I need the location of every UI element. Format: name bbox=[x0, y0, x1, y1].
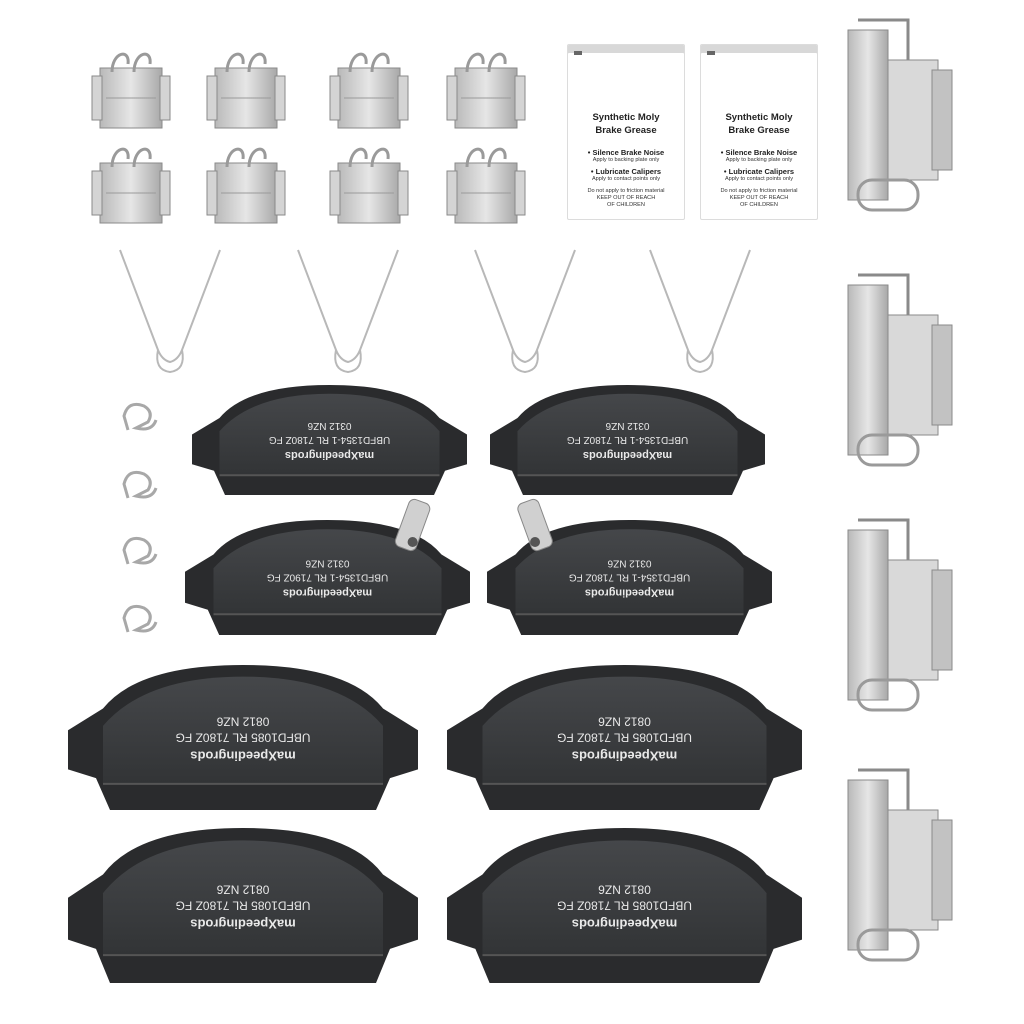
rear-brake-pad: maXpeedingrods UBFD1354-1 RL 7180Z FG 0312… bbox=[192, 385, 467, 495]
pad-brand: maXpeedingrods bbox=[285, 449, 374, 461]
abutment-clip bbox=[90, 147, 172, 225]
friction-material bbox=[515, 529, 744, 615]
front-brake-pad: maXpeedingrods UBFD1085 RL 7180Z FG 0812 N… bbox=[447, 828, 802, 983]
packet-note: Apply to backing plate only bbox=[592, 157, 660, 163]
pad-batch-code: 0812 NZ6 bbox=[598, 715, 651, 729]
packet-bullet: • Silence Brake Noise bbox=[587, 148, 665, 157]
pad-brand: maXpeedingrods bbox=[585, 587, 674, 599]
packet-warning: OF CHILDREN bbox=[740, 202, 778, 208]
abutment-clip bbox=[328, 52, 410, 130]
abutment-clip bbox=[445, 52, 527, 130]
pad-part-code: UBFD1354-1 RL 7180Z FG bbox=[569, 572, 691, 583]
retaining-clip bbox=[122, 536, 158, 566]
anti-rattle-spring bbox=[649, 249, 751, 373]
wear-indicator-tab bbox=[517, 498, 553, 552]
pad-batch-code: 0312 NZ6 bbox=[605, 420, 649, 431]
caliper-bracket-hardware bbox=[846, 768, 954, 962]
pad-batch-code: 0812 NZ6 bbox=[216, 715, 269, 729]
pad-brand: maXpeedingrods bbox=[572, 917, 677, 932]
front-brake-pad: maXpeedingrods UBFD1085 RL 7180Z FG 0812 N… bbox=[447, 665, 802, 810]
pad-brand: maXpeedingrods bbox=[583, 449, 672, 461]
pad-batch-code: 0812 NZ6 bbox=[598, 883, 651, 897]
friction-material bbox=[103, 676, 383, 784]
packet-note: Apply to backing plate only bbox=[725, 157, 793, 163]
anti-rattle-spring bbox=[119, 249, 221, 373]
pad-brand: maXpeedingrods bbox=[572, 749, 677, 764]
abutment-clip bbox=[445, 147, 527, 225]
packet-note: Apply to contact points only bbox=[724, 176, 794, 182]
tear-notch bbox=[574, 51, 582, 55]
caliper-bracket-hardware bbox=[846, 518, 954, 712]
anti-rattle-spring bbox=[474, 249, 576, 373]
pad-part-code: UBFD1085 RL 7180Z FG bbox=[176, 731, 311, 745]
pad-part-code: UBFD1354-1 RL 7180Z FG bbox=[567, 434, 689, 445]
anti-rattle-spring bbox=[297, 249, 399, 373]
pad-batch-code: 0812 NZ6 bbox=[216, 883, 269, 897]
caliper-bracket-hardware bbox=[846, 18, 954, 212]
packet-warning: KEEP OUT OF REACH bbox=[729, 195, 789, 201]
packet-warning: Do not apply to friction material bbox=[587, 188, 665, 194]
friction-material bbox=[103, 840, 383, 956]
rear-brake-pad: maXpeedingrods UBFD1354-1 RL 7190Z FG 0312… bbox=[185, 498, 470, 635]
caliper-bracket-hardware bbox=[846, 273, 954, 467]
tear-notch bbox=[707, 51, 715, 55]
abutment-clip bbox=[205, 52, 287, 130]
packet-bullet: • Silence Brake Noise bbox=[720, 148, 798, 157]
pad-brand: maXpeedingrods bbox=[190, 917, 295, 932]
packet-warning: Do not apply to friction material bbox=[720, 188, 798, 194]
pad-batch-code: 0312 NZ6 bbox=[607, 558, 651, 569]
pad-part-code: UBFD1354-1 RL 7190Z FG bbox=[267, 572, 389, 583]
pad-brand: maXpeedingrods bbox=[283, 587, 372, 599]
retaining-clip bbox=[122, 402, 158, 432]
pad-part-code: UBFD1085 RL 7180Z FG bbox=[557, 899, 692, 913]
rear-brake-pad: maXpeedingrods UBFD1354-1 RL 7180Z FG 0312… bbox=[487, 498, 772, 635]
rear-brake-pad: maXpeedingrods UBFD1354-1 RL 7180Z FG 0312… bbox=[490, 385, 765, 495]
packet-bullet: • Lubricate Calipers bbox=[723, 167, 795, 176]
friction-material bbox=[517, 393, 738, 476]
retaining-clip bbox=[122, 604, 158, 634]
pad-brand: maXpeedingrods bbox=[190, 749, 295, 764]
packet-warning: KEEP OUT OF REACH bbox=[596, 195, 656, 201]
friction-material bbox=[482, 840, 767, 956]
abutment-clip bbox=[328, 147, 410, 225]
retaining-clip bbox=[122, 470, 158, 500]
pad-batch-code: 0312 NZ6 bbox=[307, 420, 351, 431]
friction-material bbox=[219, 393, 440, 476]
wear-indicator-tab bbox=[394, 498, 431, 552]
pad-part-code: UBFD1085 RL 7180Z FG bbox=[176, 899, 311, 913]
pad-part-code: UBFD1354-1 RL 7180Z FG bbox=[269, 434, 391, 445]
friction-material bbox=[213, 529, 442, 615]
front-brake-pad: maXpeedingrods UBFD1085 RL 7180Z FG 0812 N… bbox=[68, 828, 418, 983]
pad-batch-code: 0312 NZ6 bbox=[305, 558, 349, 569]
packet-bullet: • Lubricate Calipers bbox=[590, 167, 662, 176]
abutment-clip bbox=[90, 52, 172, 130]
packet-warning: OF CHILDREN bbox=[607, 202, 645, 208]
pad-part-code: UBFD1085 RL 7180Z FG bbox=[557, 731, 692, 745]
front-brake-pad: maXpeedingrods UBFD1085 RL 7180Z FG 0812 N… bbox=[68, 665, 418, 810]
packet-note: Apply to contact points only bbox=[591, 176, 661, 182]
abutment-clip bbox=[205, 147, 287, 225]
friction-material bbox=[482, 676, 767, 784]
